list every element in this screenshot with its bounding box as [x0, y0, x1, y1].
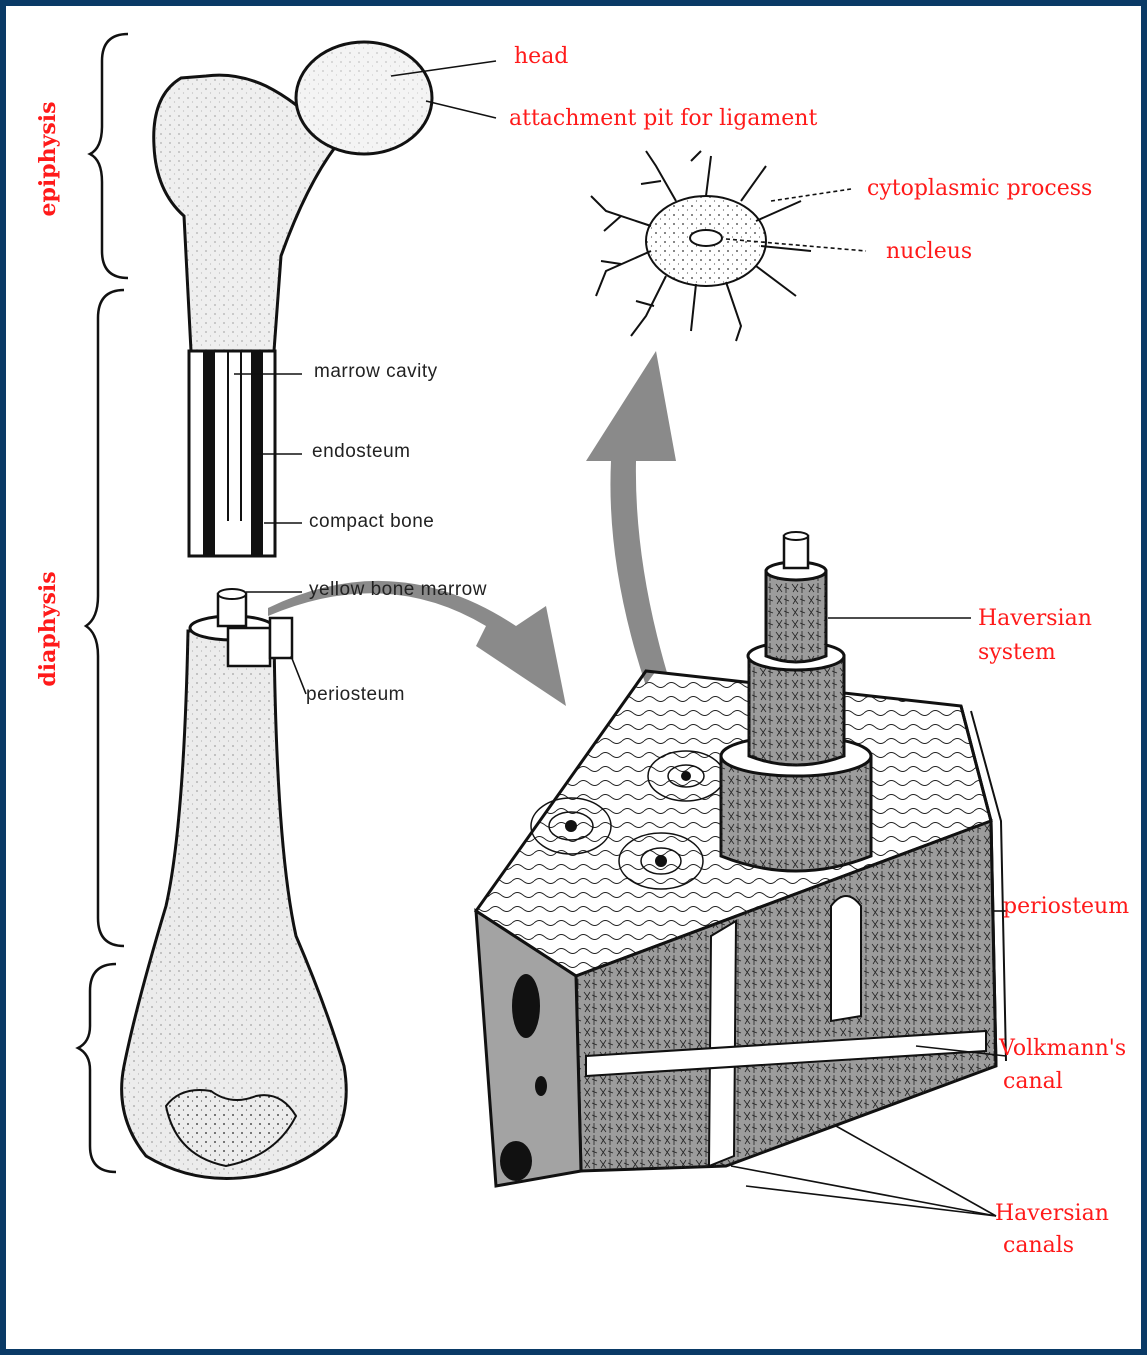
label-diaphysis: diaphysis [35, 569, 61, 689]
label-volkmanns-canal-line2: canal [1003, 1069, 1063, 1094]
label-haversian-system-line1: Haversian [978, 606, 1092, 631]
brace-diaphysis [86, 290, 124, 946]
label-periosteum-block: periosteum [1003, 894, 1129, 919]
osteocyte-cell [591, 151, 811, 341]
label-haversian-system-line2: system [978, 640, 1056, 665]
label-haversian-canals-line1: Haversian [995, 1201, 1109, 1226]
label-nucleus: nucleus [886, 239, 972, 264]
bone-structure-illustration [6, 6, 1141, 1349]
label-endosteum: endosteum [312, 441, 411, 463]
label-periosteum-small: periosteum [306, 684, 405, 706]
label-cytoplasmic-process: cytoplasmic process [867, 176, 1092, 201]
arrow-to-osteocyte [586, 351, 676, 686]
label-marrow-cavity: marrow cavity [314, 361, 438, 383]
label-yellow-bone-marrow: yellow bone marrow [309, 579, 487, 601]
label-head: head [514, 44, 568, 69]
label-volkmanns-canal-line1: Volkmann's [999, 1036, 1126, 1061]
label-attachment-pit: attachment pit for ligament [509, 106, 817, 131]
brace-epiphysis [90, 34, 128, 278]
bone-upper-section [154, 42, 432, 556]
bone-lower-section [122, 589, 347, 1179]
label-haversian-canals-line2: canals [1003, 1233, 1074, 1258]
label-compact-bone: compact bone [309, 511, 434, 533]
label-epiphysis: epiphysis [35, 99, 61, 219]
brace-lower-epiphysis [78, 964, 116, 1172]
